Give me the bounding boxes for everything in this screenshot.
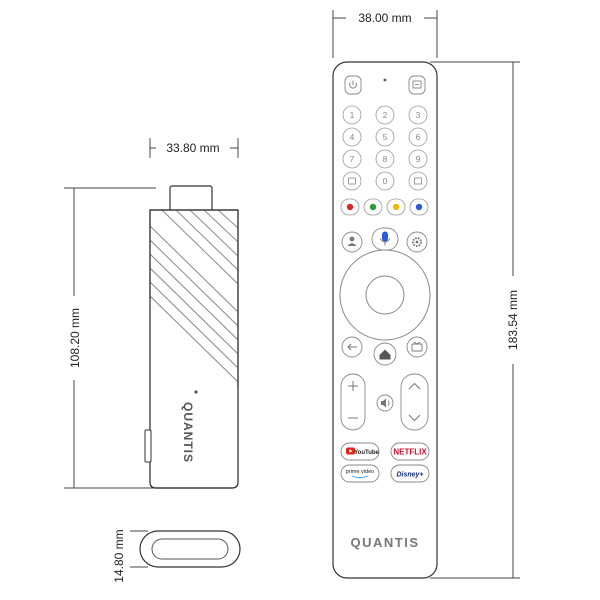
prime-video-label: prime video bbox=[346, 469, 374, 475]
channel-rocker[interactable] bbox=[400, 373, 429, 431]
power-button[interactable] bbox=[344, 75, 362, 95]
mute-button[interactable] bbox=[376, 394, 394, 412]
list-button[interactable] bbox=[342, 171, 362, 191]
remote-led bbox=[383, 78, 387, 82]
number-key-label: 0 bbox=[383, 176, 388, 186]
stick-logo: QUANTIS bbox=[181, 402, 195, 463]
number-key[interactable]: 2 bbox=[375, 105, 395, 125]
back-arrow-icon bbox=[347, 343, 357, 351]
disney-plus-label: Disney+ bbox=[396, 472, 423, 479]
remote-logo: QUANTIS bbox=[351, 535, 420, 550]
subtitle-button[interactable] bbox=[408, 171, 428, 191]
remote-width-dimension: 38.00 mm bbox=[332, 10, 438, 58]
usb-port bbox=[144, 429, 152, 463]
color-keys bbox=[340, 198, 429, 216]
remote-height-label: 183.54 mm bbox=[506, 290, 520, 350]
prime-video-button[interactable]: prime video bbox=[340, 464, 380, 483]
stick-end-inner bbox=[151, 538, 229, 560]
stick-height-label-bg bbox=[64, 296, 84, 380]
netflix-button[interactable]: NETFLIX bbox=[390, 442, 430, 461]
color-key[interactable] bbox=[386, 198, 406, 216]
input-icon bbox=[412, 80, 422, 89]
input-button[interactable] bbox=[408, 75, 426, 95]
stick-height-dimension: 108.20 mm bbox=[64, 187, 156, 489]
subtitle-icon bbox=[414, 177, 422, 185]
tv-icon bbox=[411, 341, 423, 352]
tv-button[interactable] bbox=[406, 336, 428, 358]
plus-icon bbox=[348, 381, 358, 391]
number-key[interactable]: 5 bbox=[375, 127, 395, 147]
hdmi-connector bbox=[169, 185, 213, 213]
color-key[interactable] bbox=[363, 198, 383, 216]
youtube-button[interactable]: YouTube bbox=[340, 442, 380, 461]
stick-depth-label: 14.80 mm bbox=[112, 529, 126, 582]
streaming-stick: QUANTIS bbox=[144, 185, 239, 489]
stick-end-outline bbox=[139, 530, 241, 568]
number-key-label: 6 bbox=[416, 132, 421, 142]
remote-height-label-bg bbox=[502, 276, 524, 364]
chevron-up-icon bbox=[408, 382, 421, 390]
stick-width-label-bg bbox=[156, 140, 230, 156]
color-key-dot bbox=[415, 203, 423, 211]
stick-depth-label-bg bbox=[108, 520, 130, 590]
home-button[interactable] bbox=[373, 342, 397, 366]
ok-button[interactable] bbox=[365, 275, 405, 315]
number-key-label: 3 bbox=[416, 110, 421, 120]
number-key[interactable]: 8 bbox=[375, 149, 395, 169]
stick-end-view: 14.80 mm bbox=[108, 520, 241, 590]
number-key[interactable]: 0 bbox=[375, 171, 395, 191]
youtube-label: YouTube bbox=[354, 450, 379, 456]
number-pad: 1 2 3 4 5 6 7 8 9 0 bbox=[342, 105, 428, 191]
voice-button[interactable] bbox=[371, 227, 399, 251]
prime-smile-icon bbox=[351, 475, 369, 479]
mute-icon bbox=[381, 398, 390, 408]
remote-control: 1 2 3 4 5 6 7 8 9 0 bbox=[332, 61, 438, 579]
disney-plus-button[interactable]: Disney+ bbox=[390, 464, 430, 483]
profile-button[interactable] bbox=[341, 231, 363, 253]
number-key-label: 7 bbox=[350, 154, 355, 164]
power-icon bbox=[349, 80, 357, 89]
stick-height-label: 108.20 mm bbox=[68, 308, 82, 368]
number-key[interactable]: 9 bbox=[408, 149, 428, 169]
number-key-label: 9 bbox=[416, 154, 421, 164]
stick-stripe-pattern bbox=[150, 210, 238, 485]
chevron-down-icon bbox=[408, 414, 421, 422]
number-key-label: 2 bbox=[383, 110, 388, 120]
microphone-icon bbox=[379, 231, 391, 246]
settings-button[interactable] bbox=[406, 231, 428, 253]
number-key-label: 4 bbox=[350, 132, 355, 142]
stick-width-label: 33.80 mm bbox=[166, 141, 219, 155]
number-key[interactable]: 7 bbox=[342, 149, 362, 169]
remote-width-label: 38.00 mm bbox=[358, 11, 411, 25]
number-key-label: 5 bbox=[383, 132, 388, 142]
number-key[interactable]: 1 bbox=[342, 105, 362, 125]
number-key[interactable]: 4 bbox=[342, 127, 362, 147]
remote-width-label-bg bbox=[346, 10, 424, 26]
stick-width-dimension: 33.80 mm bbox=[149, 138, 239, 158]
number-key-label: 8 bbox=[383, 154, 388, 164]
volume-rocker[interactable] bbox=[340, 373, 366, 431]
color-key-dot bbox=[369, 203, 377, 211]
user-icon bbox=[347, 236, 357, 246]
netflix-label: NETFLIX bbox=[393, 448, 427, 457]
list-icon bbox=[348, 177, 356, 185]
color-key-dot bbox=[392, 203, 400, 211]
number-key[interactable]: 3 bbox=[408, 105, 428, 125]
back-button[interactable] bbox=[341, 336, 363, 358]
color-key[interactable] bbox=[340, 198, 360, 216]
color-key-dot bbox=[346, 203, 354, 211]
home-icon bbox=[379, 349, 391, 360]
status-led bbox=[194, 390, 198, 394]
number-key[interactable]: 6 bbox=[408, 127, 428, 147]
number-key-label: 1 bbox=[350, 110, 355, 120]
remote-height-dimension: 183.54 mm bbox=[430, 61, 524, 579]
gear-icon bbox=[412, 237, 422, 247]
color-key[interactable] bbox=[409, 198, 429, 216]
